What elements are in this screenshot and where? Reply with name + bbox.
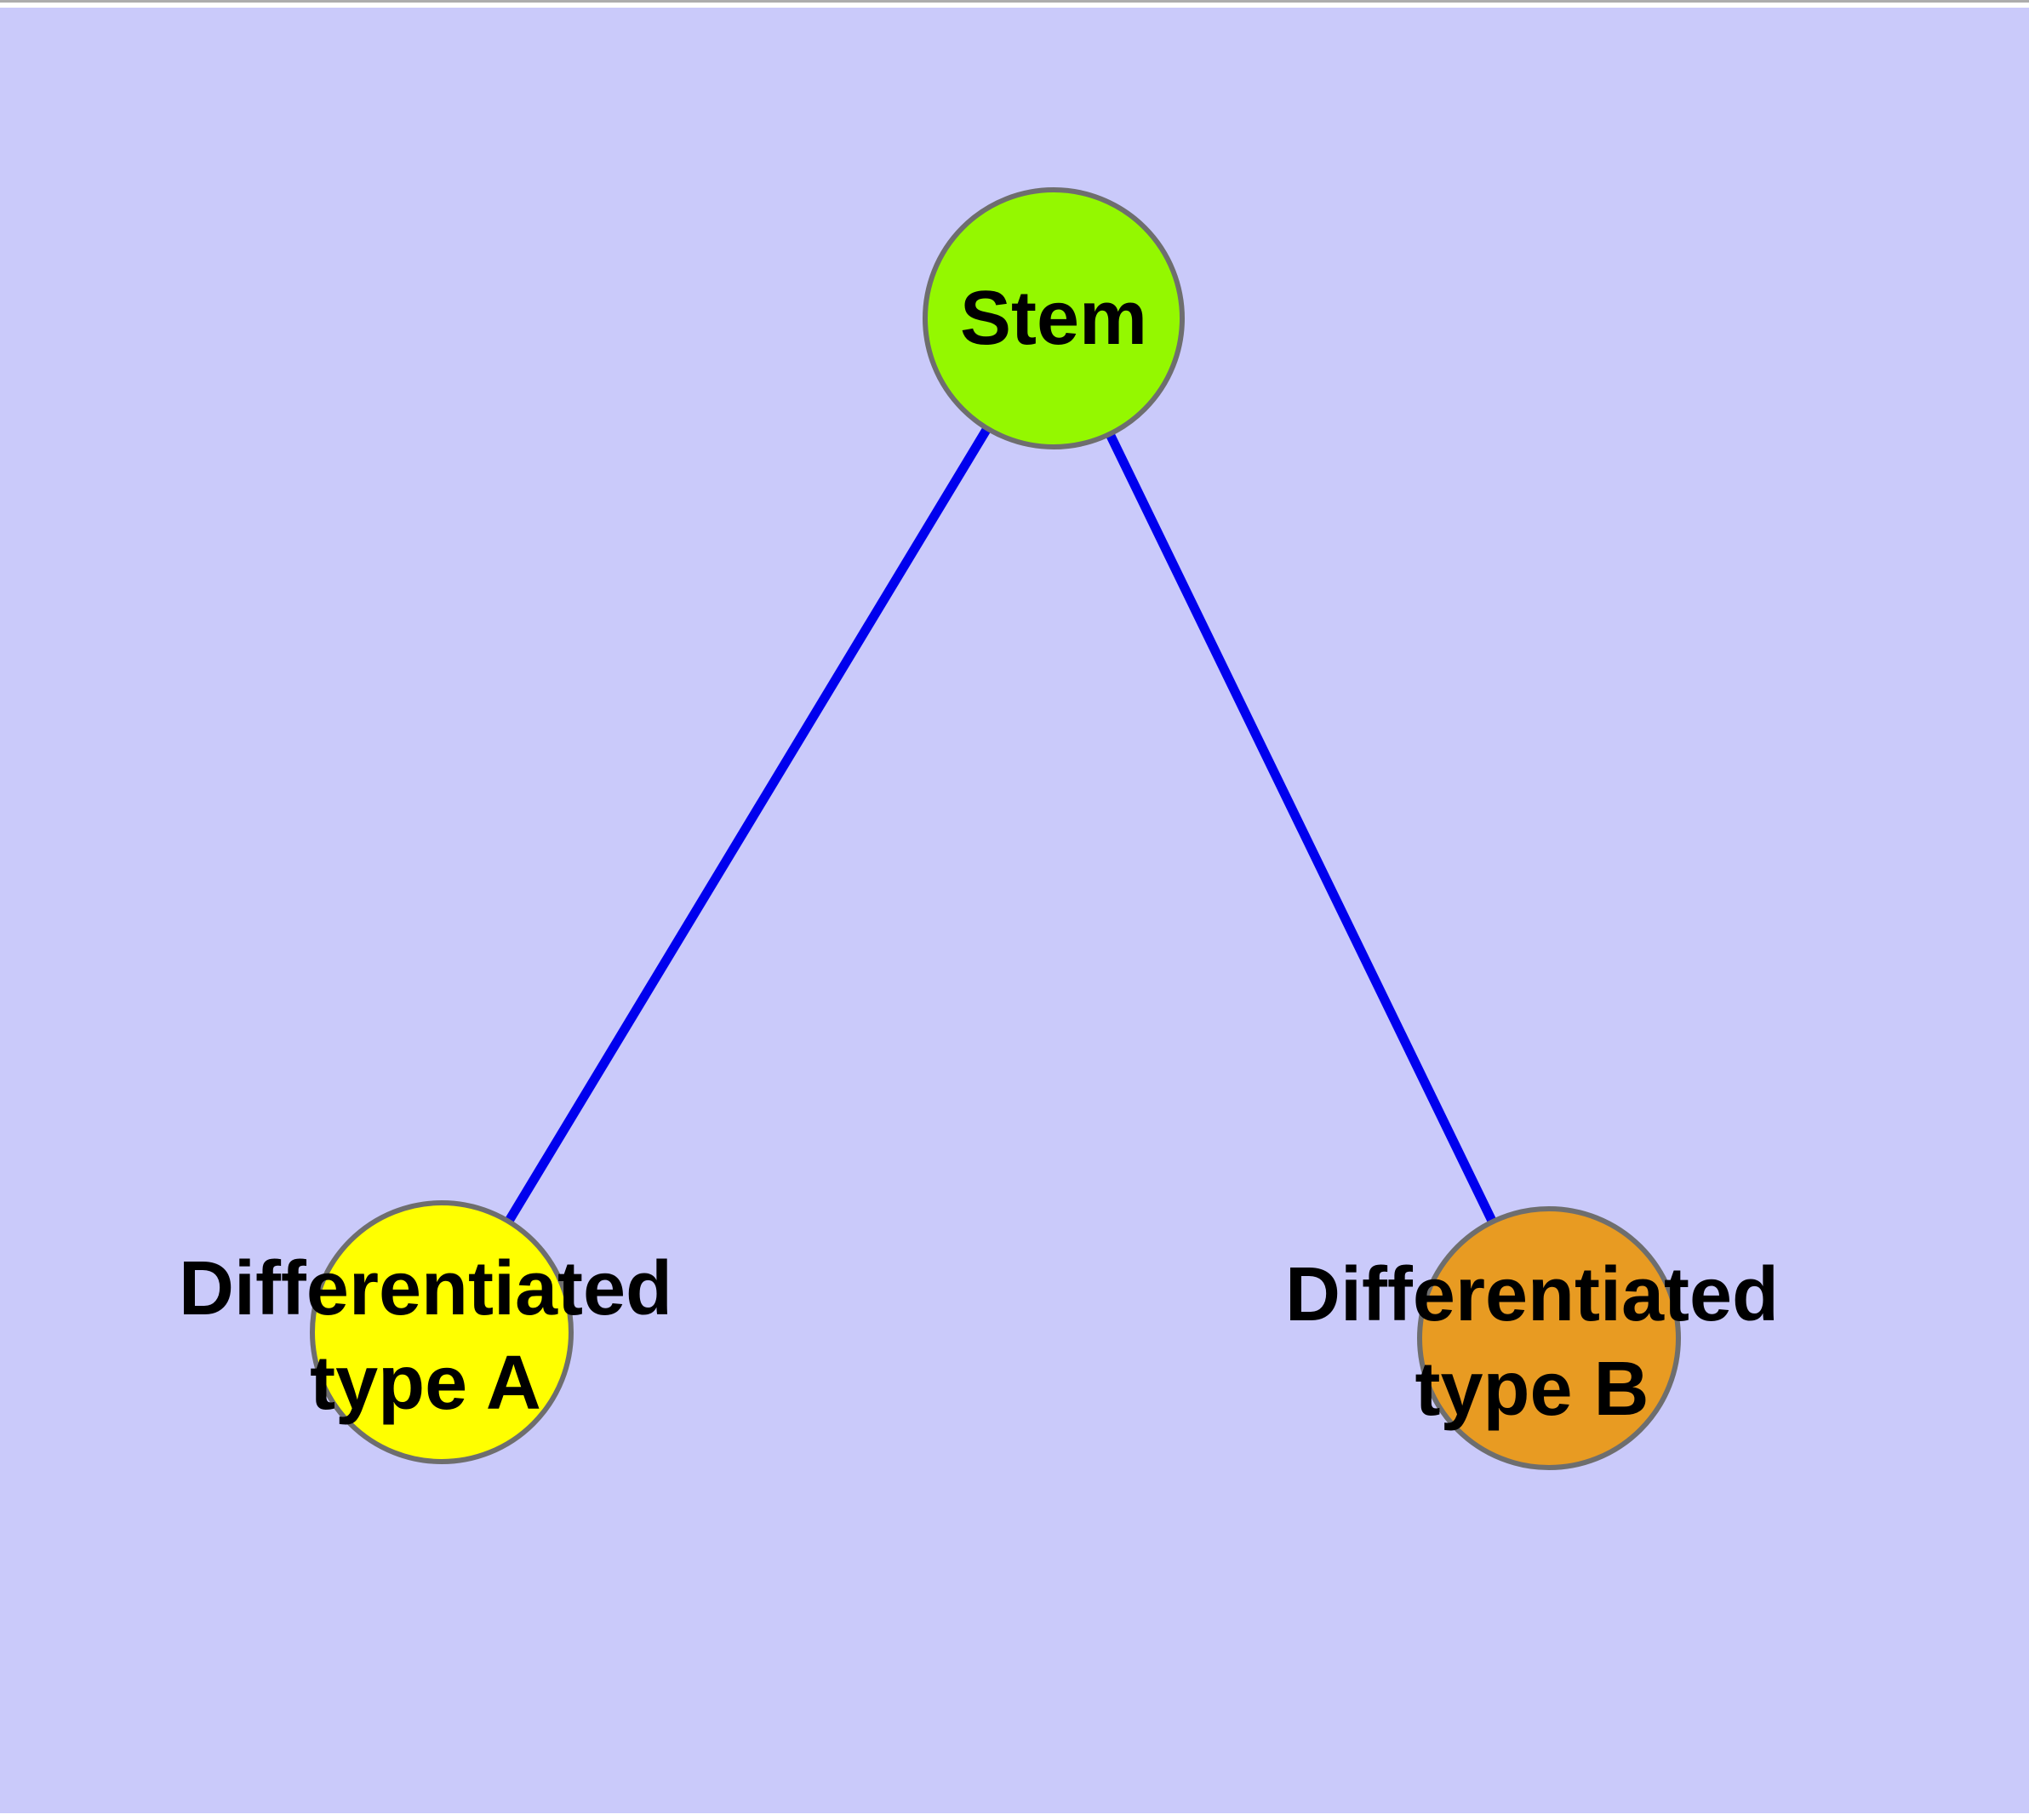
- node-stem: [923, 187, 1185, 449]
- edge-stem-to-type-a: [437, 316, 1058, 1335]
- edge-stem-to-type-b: [1049, 316, 1553, 1341]
- node-type-b-label-line1: Differentiated: [1285, 1252, 1779, 1337]
- node-stem-label: Stem: [960, 276, 1147, 361]
- node-type-a-label-line2: type A: [310, 1341, 541, 1426]
- top-hairline: [0, 0, 2029, 3]
- node-type-b-label-line2: type B: [1415, 1347, 1649, 1432]
- node-differentiated-type-a: [310, 1200, 574, 1464]
- node-type-a-label-line1: Differentiated: [179, 1246, 672, 1331]
- node-differentiated-type-b: [1417, 1206, 1681, 1470]
